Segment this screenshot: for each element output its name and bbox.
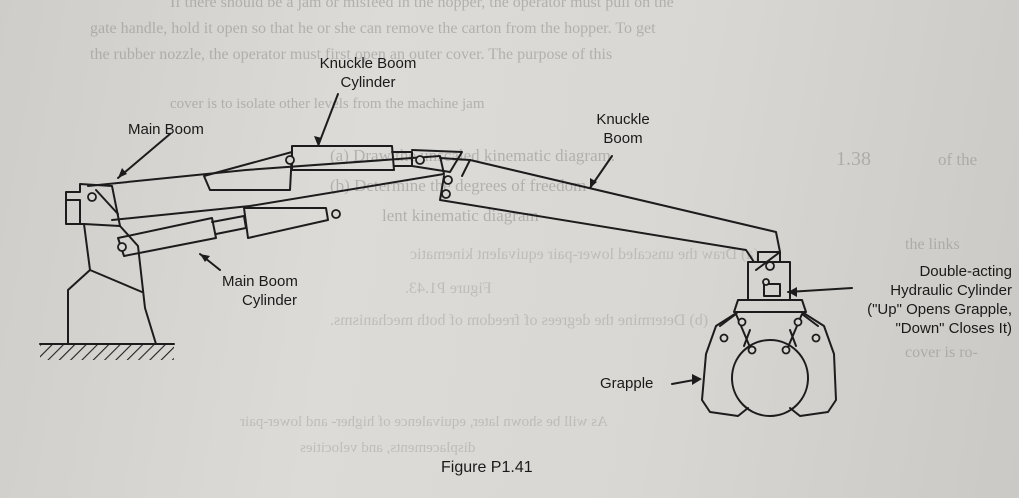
label-main-boom-cylinder: Main Boom Cylinder <box>222 273 298 309</box>
main-boom <box>87 155 445 221</box>
bleed-bottom-right: cover is ro- <box>905 344 978 361</box>
bleed-right-2: the links <box>905 236 960 253</box>
crane-base <box>65 183 157 345</box>
figure-caption: Figure P1.41 <box>441 459 533 476</box>
leader-hydraulic-cylinder <box>787 287 853 293</box>
leader-knuckle-boom-cylinder <box>317 93 339 147</box>
bleed-line-1: If there should be a jam or misfeed in t… <box>170 0 674 11</box>
bleed-item-b: (b) Determine the degrees of freedom <box>330 176 587 195</box>
bleed-item-a: (a) Draw the unscaled kinematic diagram. <box>330 146 616 165</box>
bleed-line-2: gate handle, hold it open so that he or … <box>90 20 656 37</box>
ground <box>39 343 175 360</box>
knuckle-boom <box>439 157 781 271</box>
bleed-heading: 1.38 <box>836 148 871 170</box>
label-knuckle-boom-cylinder: Knuckle Boom Cylinder <box>319 55 417 91</box>
label-grapple: Grapple <box>600 375 654 392</box>
bleed-right-1: of the <box>938 150 978 169</box>
leader-main-boom <box>117 133 171 179</box>
label-knuckle-boom: Knuckle Boom <box>596 111 650 147</box>
label-main-boom: Main Boom <box>128 121 204 138</box>
bleed-lent-line: lent kinematic diagram <box>382 206 539 225</box>
grapple <box>701 251 837 417</box>
label-hydraulic-cylinder: Double-acting Hydraulic Cylinder ("Up" O… <box>867 263 1012 337</box>
leader-grapple <box>671 379 695 385</box>
knuckle-boom-cylinder <box>203 145 463 191</box>
bleed-line-4: cover is to isolate other levels from th… <box>170 96 485 112</box>
bleed-line-3: the rubber nozzle, the operator must fir… <box>90 46 613 63</box>
